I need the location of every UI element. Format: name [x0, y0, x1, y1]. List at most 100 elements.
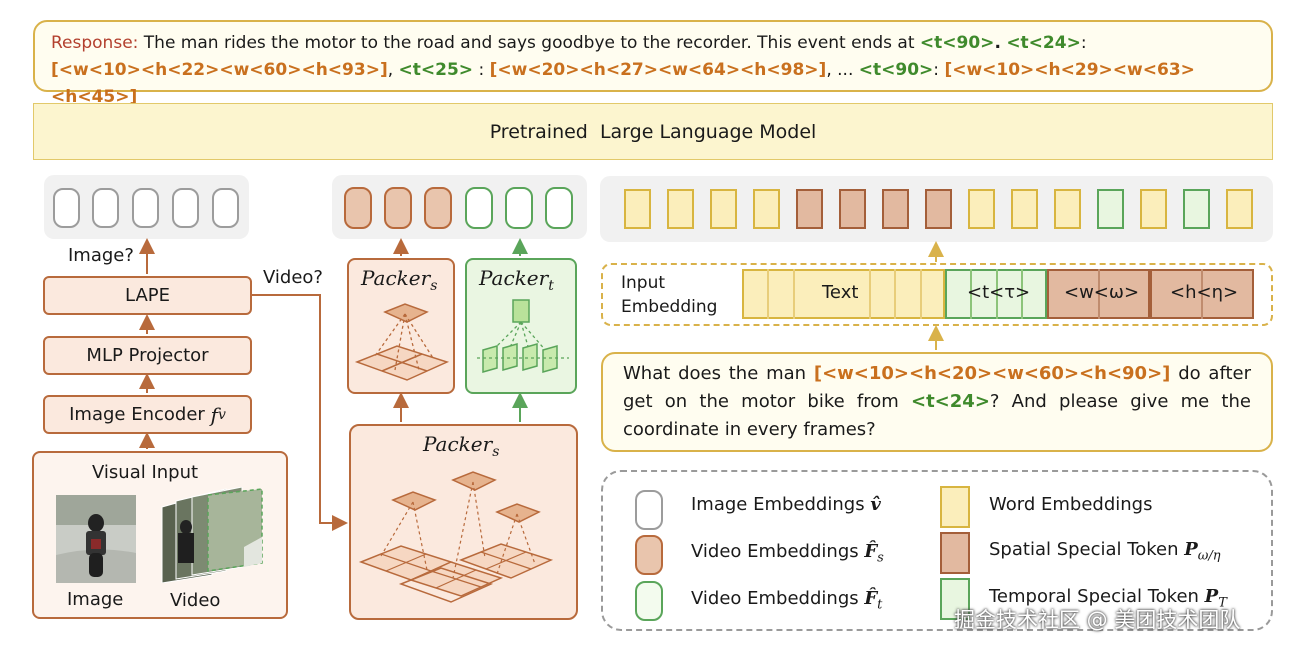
response-comma-1: ,	[387, 60, 394, 80]
image-embedding-token	[132, 188, 159, 228]
packer-s-small-title: Packers	[361, 266, 437, 294]
temporal-video-token	[545, 187, 573, 229]
image-encoder-symbol: f	[210, 402, 218, 427]
segment-divider	[1021, 269, 1023, 319]
image-embedding-token	[212, 188, 239, 228]
response-colon: :	[1080, 33, 1087, 53]
legend-spatial-swatch	[940, 532, 970, 574]
text-segment	[742, 269, 945, 319]
temporal-token	[1097, 189, 1124, 229]
packer-t-title: Packert	[479, 266, 554, 294]
temporal-video-token	[505, 187, 533, 229]
segment-divider	[869, 269, 871, 319]
response-t90-b: <t<90>	[858, 60, 934, 80]
word-token	[1140, 189, 1167, 229]
visual-input-block: Visual Input Image Video	[32, 451, 288, 619]
segment-divider	[970, 269, 972, 319]
packer-s-big-block: Packers	[349, 424, 578, 620]
response-t90: <t<90>	[919, 33, 995, 53]
legend-temporal-label: Temporal Special Token	[989, 586, 1199, 607]
word-token	[710, 189, 737, 229]
image-embedding-token	[92, 188, 119, 228]
llm-label: Pretrained Large Language Model	[489, 120, 817, 143]
legend-video-embeddings-t: Video Embeddings F̂t	[691, 588, 882, 613]
input-embedding-label-2: Embedding	[621, 297, 718, 317]
response-box: Response: The man rides the motor to the…	[33, 20, 1273, 107]
response-t24: <t<24>	[1006, 33, 1081, 53]
packer-s-big-label: Packer	[423, 432, 493, 456]
image-encoder-subscript: v	[217, 406, 226, 423]
response-line-2: [<w<10><h<22><w<60><h<93>], <t<25> : [<w…	[51, 57, 1255, 111]
packer-s-small-diagram	[354, 303, 450, 381]
question-t24: <t<24>	[911, 391, 990, 412]
image-embedding-panel	[44, 175, 249, 239]
legend-video-t-subscript: t	[877, 597, 883, 613]
legend-video-t-symbol: F̂	[864, 588, 878, 609]
response-ellipsis: , ...	[826, 60, 854, 80]
temporal-token	[1183, 189, 1210, 229]
packer-t-diagram	[477, 299, 569, 373]
mlp-projector-block: MLP Projector	[43, 336, 252, 375]
word-token	[753, 189, 780, 229]
response-t25: <t<25>	[398, 60, 474, 80]
legend-spatial-label: Spatial Special Token	[989, 539, 1179, 560]
word-token	[1226, 189, 1253, 229]
packer-t-subscript: t	[548, 278, 554, 294]
legend-image-embeddings: Image Embeddings v̂	[691, 494, 881, 515]
lape-block: LAPE	[43, 276, 252, 315]
legend-panel: Image Embeddings v̂ Video Embeddings F̂s…	[601, 470, 1273, 631]
segment-divider	[793, 269, 795, 319]
word-token	[624, 189, 651, 229]
legend-image-swatch	[635, 490, 663, 530]
response-box-3: [<w<10><h<29><w<63><h<45>]	[51, 60, 1195, 107]
image-label: Image	[67, 589, 124, 610]
spatial-video-token	[424, 187, 452, 229]
visual-input-label: Visual Input	[92, 462, 199, 483]
word-token	[1011, 189, 1038, 229]
response-label: Response:	[51, 33, 139, 53]
width-token-label: <w<ω>	[1064, 282, 1140, 303]
legend-spatial-symbol: P	[1184, 539, 1198, 560]
temporal-video-token	[465, 187, 493, 229]
llm-input-token-panel	[600, 176, 1273, 242]
response-text: The man rides the motor to the road and …	[143, 33, 915, 53]
legend-temporal-token: Temporal Special Token PT	[989, 586, 1227, 611]
question-part-1: What does the man	[623, 363, 807, 384]
lape-label: LAPE	[125, 285, 170, 306]
segment-divider	[767, 269, 769, 319]
packer-s-small-label: Packer	[361, 266, 431, 290]
legend-spatial-token: Spatial Special Token Pω/η	[989, 539, 1221, 564]
embedding-strip: Text <t<τ> <w<ω> <h<η>	[742, 269, 1254, 319]
legend-word-embeddings: Word Embeddings	[989, 494, 1153, 515]
video-embedding-panel	[332, 175, 587, 239]
image-question-label: Image?	[68, 245, 134, 266]
legend-video-s-swatch	[635, 535, 663, 575]
spatial-token	[882, 189, 909, 229]
word-token	[667, 189, 694, 229]
segment-divider	[920, 269, 922, 319]
legend-spatial-subscript: ω/η	[1197, 548, 1221, 564]
question-bbox: [<w<10><h<20><w<60><h<90>]	[813, 363, 1171, 384]
packer-t-label: Packer	[479, 266, 549, 290]
temporal-segment-label: <t<τ>	[967, 282, 1031, 303]
llm-block: Pretrained Large Language Model	[33, 103, 1273, 160]
motorbike-image	[56, 495, 136, 583]
spatial-video-token	[384, 187, 412, 229]
response-colon-2: :	[933, 60, 940, 80]
response-box-2: [<w<20><h<27><w<64><h<98>]	[489, 60, 827, 80]
question-part-3: ? And please give me the coordinate in e…	[623, 391, 1251, 440]
legend-word-swatch	[940, 486, 970, 528]
legend-video-s-subscript: s	[877, 550, 884, 566]
input-embedding-panel: Input Embedding Text <t<τ> <w<ω> <h<η>	[601, 263, 1273, 326]
video-question-label: Video?	[263, 267, 323, 288]
segment-divider	[894, 269, 896, 319]
spatial-video-token	[344, 187, 372, 229]
input-embedding-label-1: Input	[621, 273, 666, 293]
legend-video-s-symbol: F̂	[864, 541, 878, 562]
text-segment-label: Text	[822, 282, 859, 303]
legend-image-label: Image Embeddings	[691, 494, 865, 515]
image-embedding-token	[172, 188, 199, 228]
video-frames	[161, 487, 263, 583]
